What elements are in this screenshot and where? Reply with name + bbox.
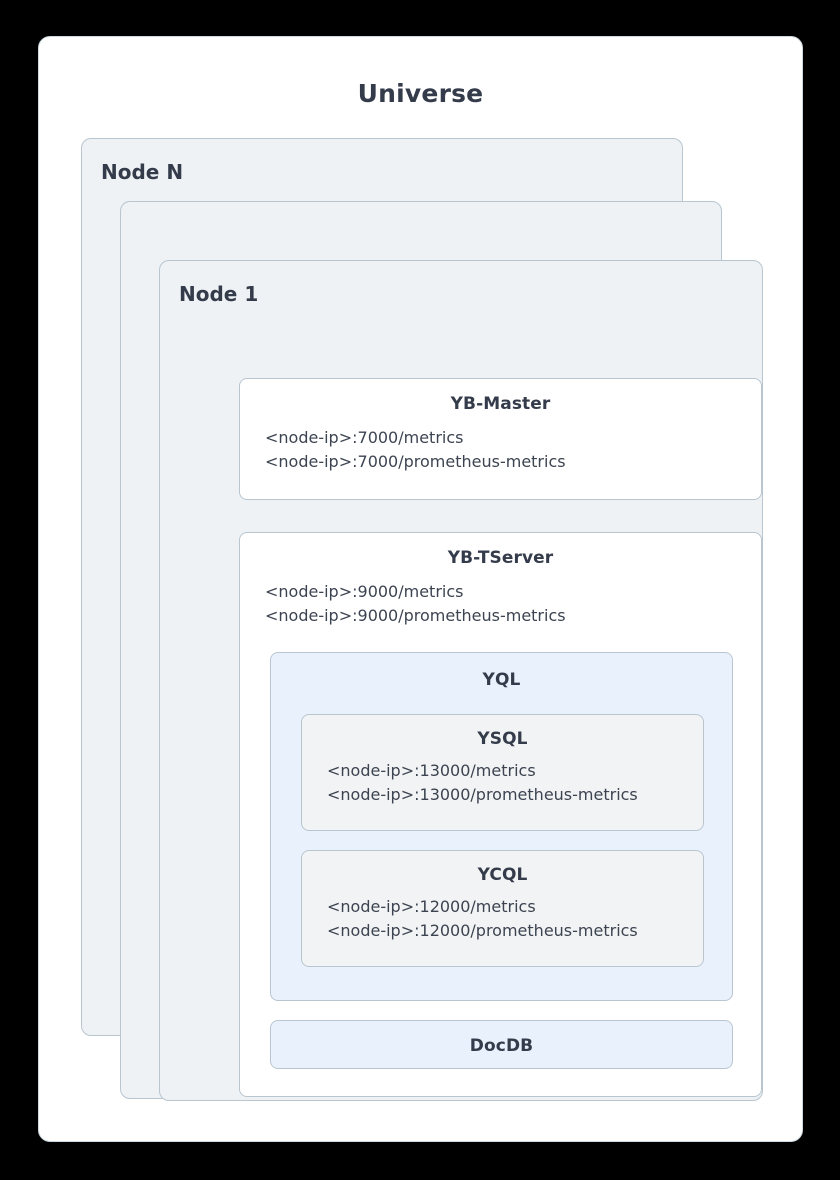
ysql-metrics-endpoint: <node-ip>:13000/metrics [327, 761, 536, 780]
ycql-endpoints: <node-ip>:12000/metrics <node-ip>:12000/… [327, 895, 703, 943]
yb-master-title: YB-Master [450, 394, 551, 414]
node-1-panel: Node 1 YB-Master <node-ip>:7000/metrics … [159, 260, 763, 1101]
yql-title: YQL [482, 670, 521, 690]
ycql-title: YCQL [477, 865, 528, 885]
ycql-prometheus-endpoint: <node-ip>:12000/prometheus-metrics [327, 921, 638, 940]
docdb-title: DocDB [469, 1036, 534, 1056]
ysql-prometheus-endpoint: <node-ip>:13000/prometheus-metrics [327, 785, 638, 804]
yb-tserver-box: YB-TServer <node-ip>:9000/metrics <node-… [239, 532, 762, 1097]
docdb-box: DocDB [270, 1020, 733, 1069]
ysql-title: YSQL [477, 729, 528, 749]
node-1-label: Node 1 [179, 282, 259, 306]
ycql-metrics-endpoint: <node-ip>:12000/metrics [327, 897, 536, 916]
yql-box: YQL YSQL <node-ip>:13000/metrics <node-i… [270, 652, 733, 1001]
yb-tserver-title: YB-TServer [447, 548, 554, 568]
yb-tserver-prometheus-endpoint: <node-ip>:9000/prometheus-metrics [265, 606, 566, 625]
ysql-endpoints: <node-ip>:13000/metrics <node-ip>:13000/… [327, 759, 703, 807]
universe-title: Universe [357, 79, 484, 108]
universe-container: Universe Node N ... Node 1 YB-Master <no… [38, 36, 803, 1142]
yb-tserver-metrics-endpoint: <node-ip>:9000/metrics [265, 582, 464, 601]
ycql-box: YCQL <node-ip>:12000/metrics <node-ip>:1… [301, 850, 704, 967]
yb-master-metrics-endpoint: <node-ip>:7000/metrics [265, 428, 464, 447]
yb-master-box: YB-Master <node-ip>:7000/metrics <node-i… [239, 378, 762, 500]
node-n-label: Node N [101, 160, 184, 184]
yb-tserver-endpoints: <node-ip>:9000/metrics <node-ip>:9000/pr… [265, 580, 761, 628]
yb-master-prometheus-endpoint: <node-ip>:7000/prometheus-metrics [265, 452, 566, 471]
yb-master-endpoints: <node-ip>:7000/metrics <node-ip>:7000/pr… [265, 426, 761, 474]
ysql-box: YSQL <node-ip>:13000/metrics <node-ip>:1… [301, 714, 704, 831]
